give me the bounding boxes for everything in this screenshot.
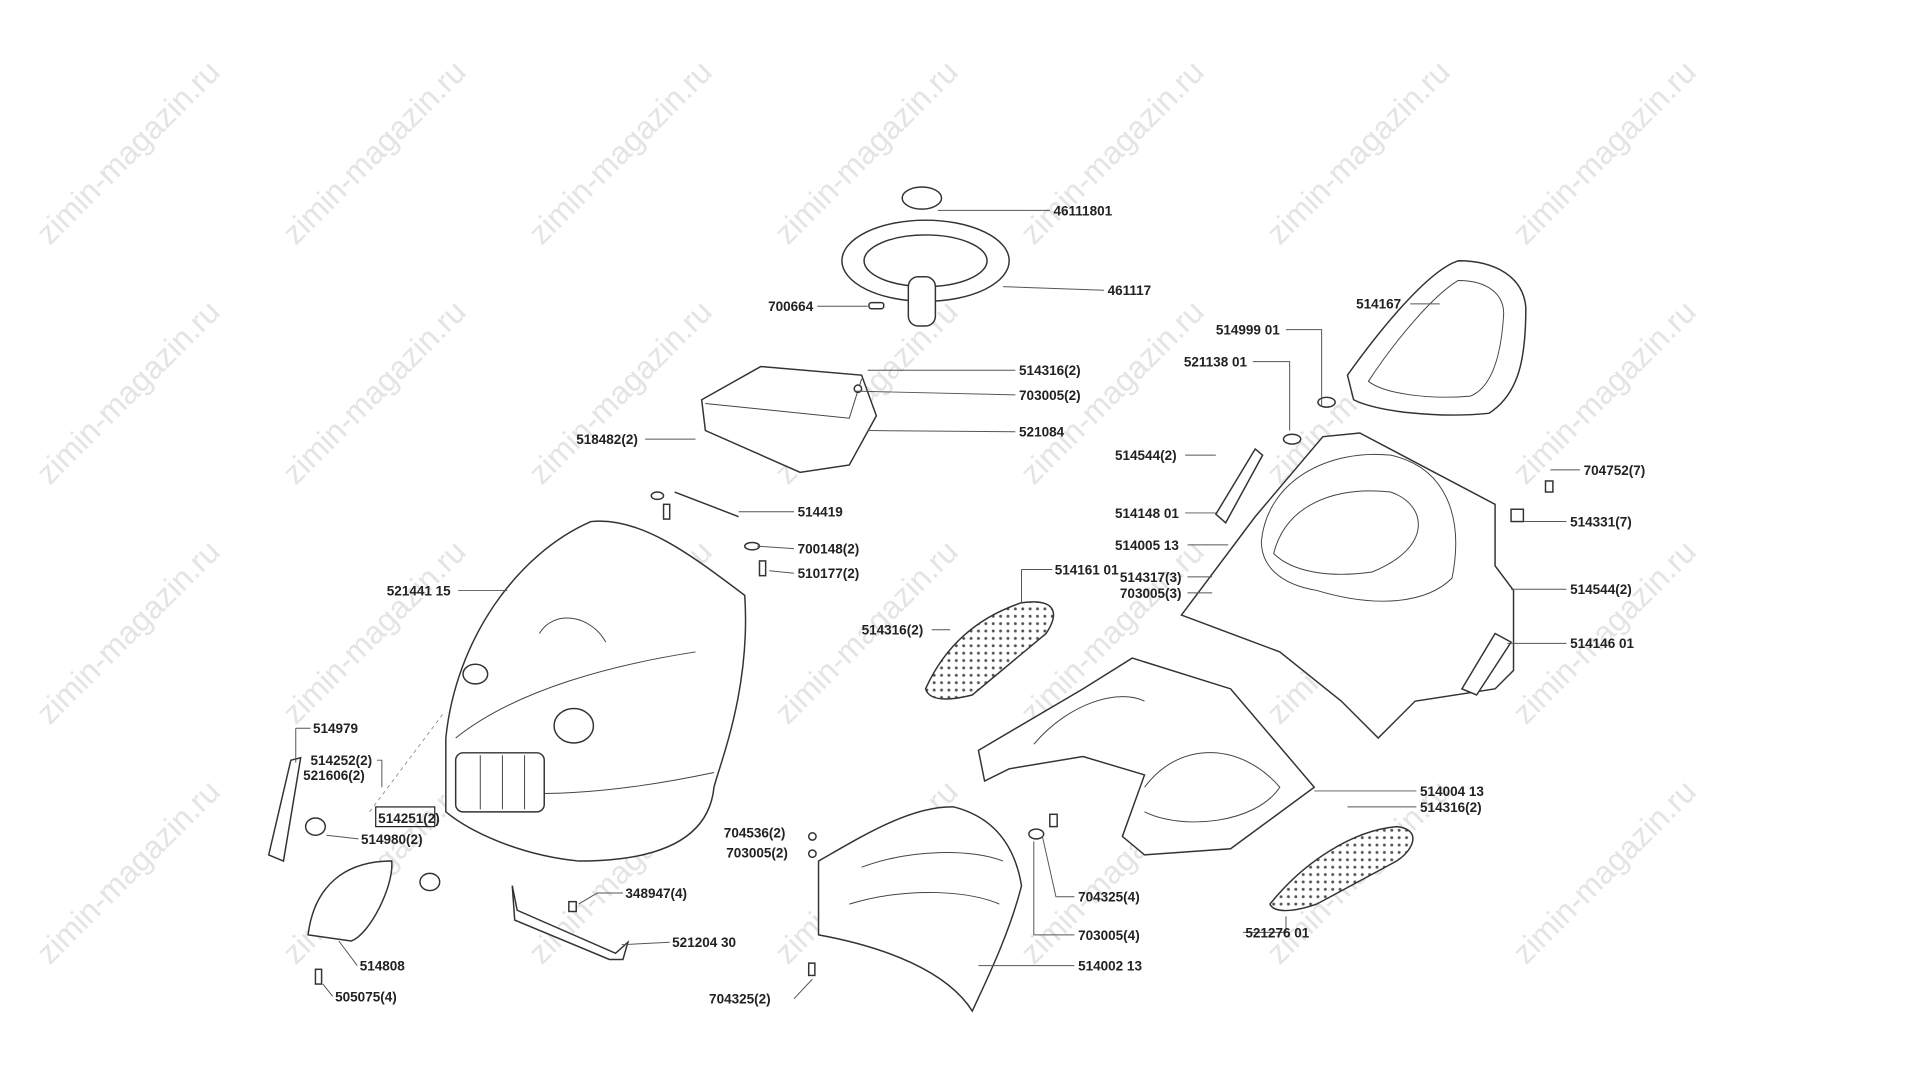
floor-panel-part bbox=[977, 657, 1316, 856]
label-514331[interactable]: 514331(7) bbox=[1570, 514, 1632, 529]
label-700664[interactable]: 700664 bbox=[768, 299, 814, 314]
front-panel-part bbox=[807, 806, 1058, 1013]
watermark-text: zimin-magazin.ru bbox=[29, 533, 227, 731]
label-514251[interactable]: 514251(2) bbox=[378, 811, 440, 826]
label-704536[interactable]: 704536(2) bbox=[724, 826, 786, 841]
label-514005[interactable]: 514005 13 bbox=[1115, 538, 1179, 553]
label-703005-fender[interactable]: 703005(3) bbox=[1120, 586, 1182, 601]
label-514316-right[interactable]: 514316(2) bbox=[1420, 800, 1482, 815]
watermark-text: zimin-magazin.ru bbox=[1259, 53, 1457, 251]
watermark-text: zimin-magazin.ru bbox=[1013, 53, 1211, 251]
leader-lines bbox=[295, 209, 1580, 1000]
watermark-text: zimin-magazin.ru bbox=[275, 533, 473, 731]
label-521084[interactable]: 521084 bbox=[1019, 425, 1065, 440]
label-703005-front[interactable]: 703005(2) bbox=[726, 845, 788, 860]
watermark-text: zimin-magazin.ru bbox=[29, 53, 227, 251]
label-505075[interactable]: 505075(4) bbox=[335, 989, 397, 1004]
watermark-text: zimin-magazin.ru bbox=[1505, 293, 1703, 491]
label-514002[interactable]: 514002 13 bbox=[1078, 959, 1142, 974]
label-514167[interactable]: 514167 bbox=[1356, 297, 1401, 312]
watermark-text: zimin-magazin.ru bbox=[275, 293, 473, 491]
label-514317[interactable]: 514317(3) bbox=[1120, 570, 1182, 585]
highlight-box bbox=[375, 806, 436, 828]
label-514004[interactable]: 514004 13 bbox=[1420, 784, 1484, 799]
label-514316-left[interactable]: 514316(2) bbox=[862, 623, 924, 638]
label-521204[interactable]: 521204 30 bbox=[672, 935, 736, 950]
fender-part bbox=[1180, 396, 1554, 740]
label-514161[interactable]: 514161 01 bbox=[1055, 562, 1119, 577]
watermark-text: zimin-magazin.ru bbox=[275, 53, 473, 251]
label-46111801[interactable]: 46111801 bbox=[1053, 203, 1112, 218]
label-704752[interactable]: 704752(7) bbox=[1584, 463, 1646, 478]
label-521138[interactable]: 521138 01 bbox=[1184, 355, 1248, 370]
label-704325-front[interactable]: 704325(2) bbox=[709, 992, 771, 1007]
label-704325-mid[interactable]: 704325(4) bbox=[1078, 890, 1140, 905]
watermark-text: zimin-magazin.ru bbox=[1505, 53, 1703, 251]
label-514419[interactable]: 514419 bbox=[798, 505, 844, 520]
seat-part bbox=[1346, 260, 1527, 416]
label-514544-right[interactable]: 514544(2) bbox=[1570, 582, 1632, 597]
label-521276[interactable]: 521276 01 bbox=[1245, 925, 1309, 940]
front-small-parts bbox=[267, 713, 630, 985]
label-514148[interactable]: 514148 01 bbox=[1115, 506, 1179, 521]
watermark-text: zimin-magazin.ru bbox=[1505, 533, 1703, 731]
steering-wheel-part bbox=[841, 186, 1010, 327]
hood-part bbox=[445, 520, 747, 862]
label-521441[interactable]: 521441 15 bbox=[387, 583, 451, 598]
watermark-text: zimin-magazin.ru bbox=[29, 773, 227, 971]
label-514252[interactable]: 514252(2) bbox=[311, 753, 373, 768]
label-348947[interactable]: 348947(4) bbox=[625, 886, 687, 901]
label-514999[interactable]: 514999 01 bbox=[1216, 323, 1280, 338]
label-521606[interactable]: 521606(2) bbox=[303, 768, 365, 783]
label-703005-dash[interactable]: 703005(2) bbox=[1019, 388, 1081, 403]
watermark-text: zimin-magazin.ru bbox=[1505, 773, 1703, 971]
label-514544-left[interactable]: 514544(2) bbox=[1115, 448, 1177, 463]
watermark-text: zimin-magazin.ru bbox=[521, 53, 719, 251]
label-514980[interactable]: 514980(2) bbox=[361, 832, 423, 847]
label-703005-mid[interactable]: 703005(4) bbox=[1078, 928, 1140, 943]
dash-panel-part bbox=[650, 365, 878, 577]
label-510177[interactable]: 510177(2) bbox=[798, 566, 860, 581]
watermark-text: zimin-magazin.ru bbox=[521, 293, 719, 491]
label-461117[interactable]: 461117 bbox=[1108, 283, 1152, 298]
label-514146[interactable]: 514146 01 bbox=[1570, 636, 1634, 651]
label-514316-dash[interactable]: 514316(2) bbox=[1019, 363, 1081, 378]
label-518482[interactable]: 518482(2) bbox=[576, 432, 638, 447]
watermark-text: zimin-magazin.ru bbox=[29, 293, 227, 491]
label-700148[interactable]: 700148(2) bbox=[798, 542, 860, 557]
part-labels: 46111801 461117 700664 514316(2) 703005(… bbox=[303, 203, 1645, 1006]
footplates bbox=[924, 601, 1414, 912]
label-514808[interactable]: 514808 bbox=[360, 959, 406, 974]
label-514979[interactable]: 514979 bbox=[313, 721, 359, 736]
